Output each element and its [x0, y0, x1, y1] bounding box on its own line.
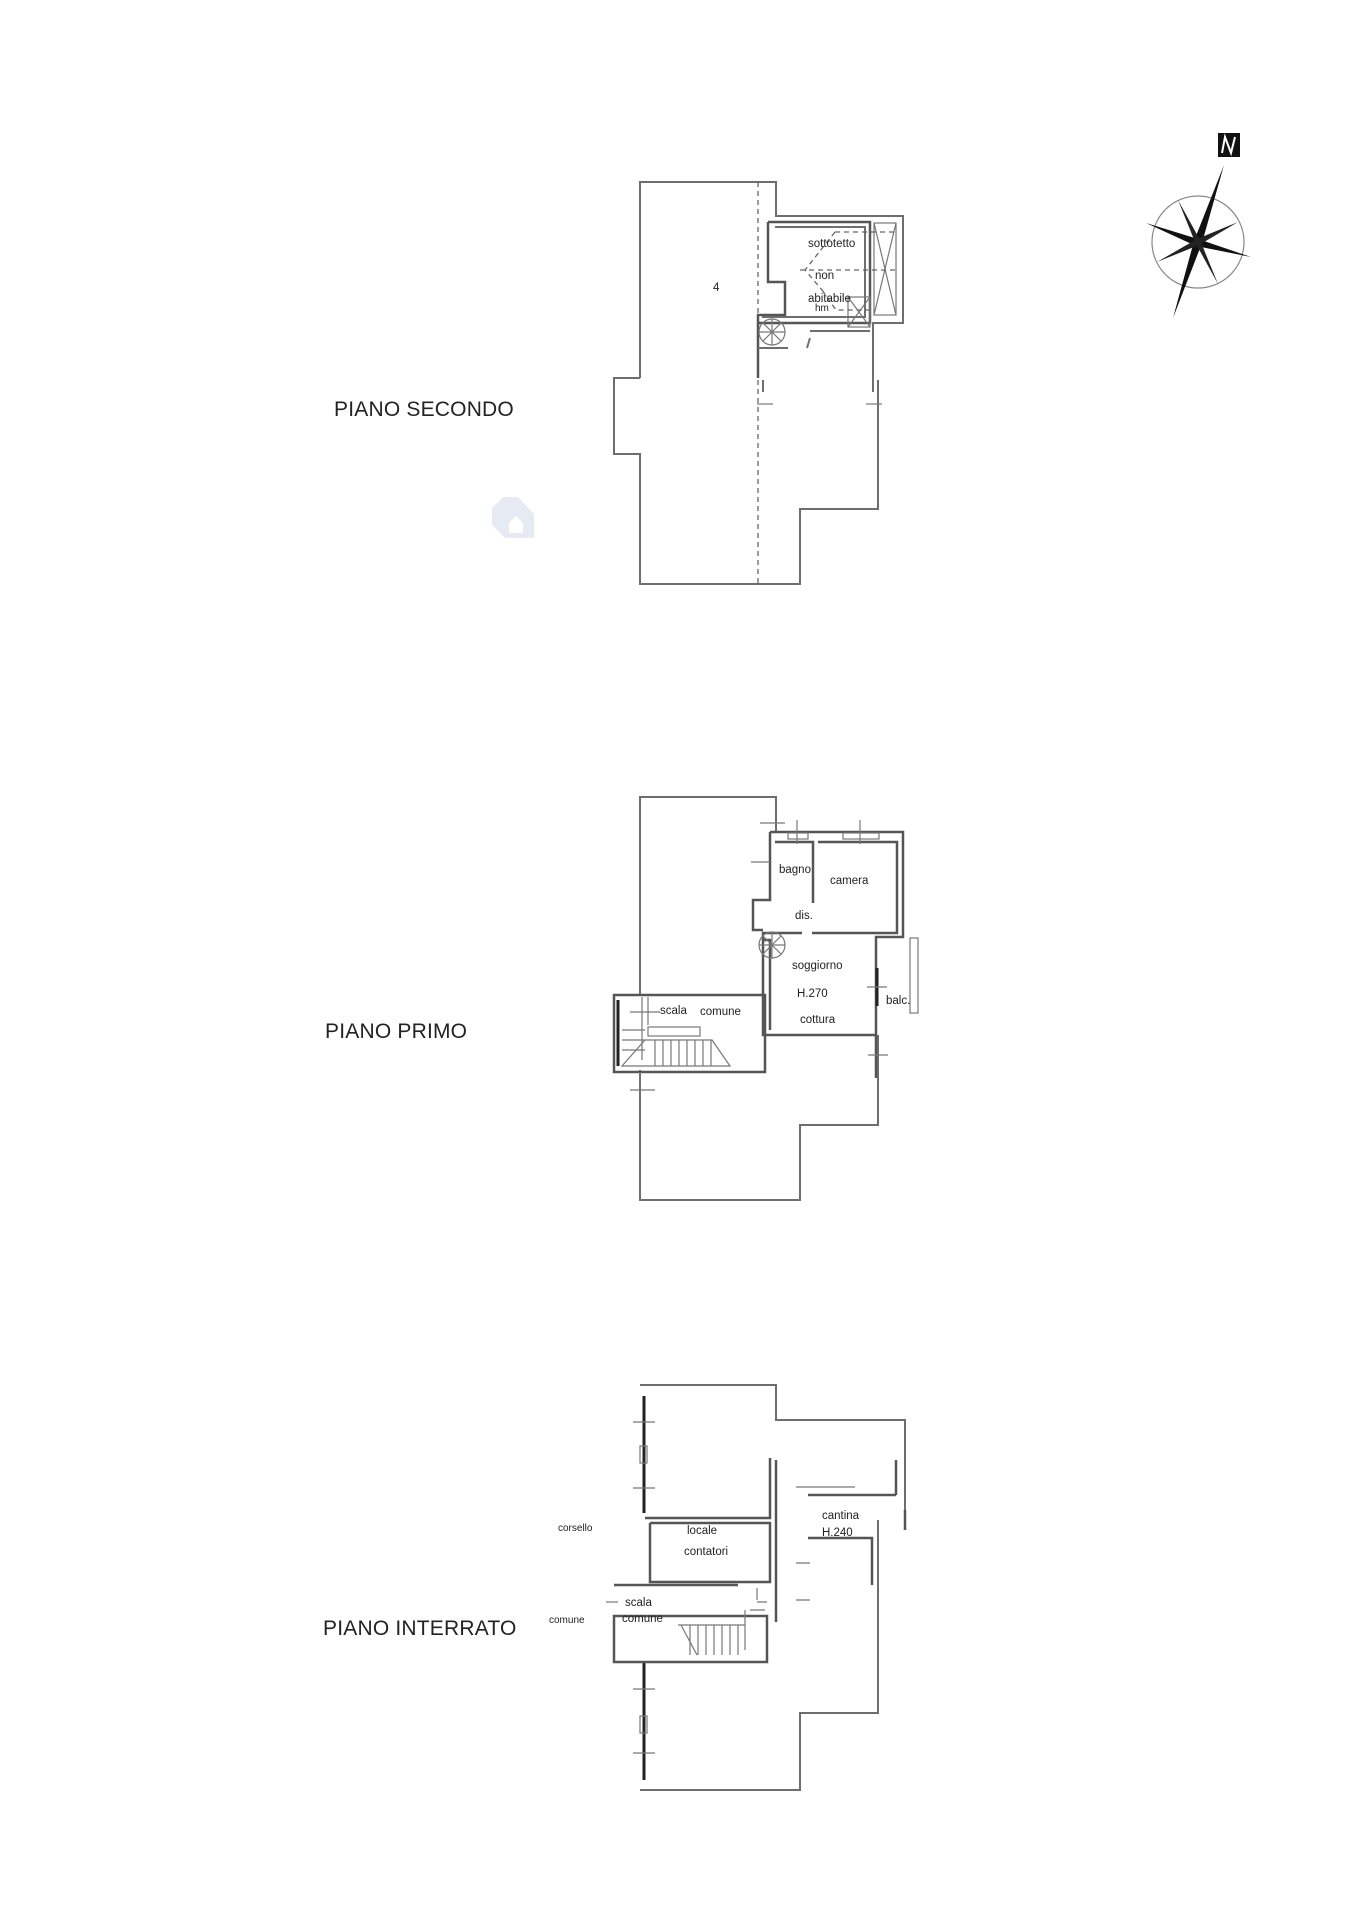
room-label-non: non: [815, 270, 835, 282]
room-label-comune-outside: comune: [549, 1615, 585, 1626]
room-label-contatori: contatori: [684, 1546, 729, 1558]
room-label-sottotetto: sottotetto: [808, 238, 856, 250]
room-label-bagno: bagno: [779, 864, 811, 876]
room-label-cottura: cottura: [800, 1014, 836, 1026]
room-label-cantina: cantina: [822, 1510, 860, 1522]
room-label-comune: comune: [700, 1006, 741, 1018]
room-label-abitabile: abitabile: [808, 293, 851, 305]
room-label-soggiorno: soggiorno: [792, 960, 843, 972]
room-label-scala: scala: [660, 1005, 687, 1017]
house-watermark-icon: [492, 497, 534, 538]
floor-label-piano-secondo: PIANO SECONDO: [334, 398, 514, 421]
plan-piano-secondo: [613, 181, 904, 585]
room-label-locale: locale: [687, 1525, 718, 1537]
room-label-h240: H.240: [822, 1527, 853, 1539]
room-label-scala-interrato: scala: [625, 1597, 652, 1609]
room-label-camera: camera: [830, 875, 869, 887]
room-label-h270: H.270: [797, 988, 828, 1000]
plan-piano-primo: [612, 796, 919, 1201]
room-label-corsello: corsello: [558, 1523, 593, 1534]
room-label-hm: hm: [815, 303, 829, 314]
floor-label-piano-primo: PIANO PRIMO: [325, 1020, 468, 1043]
floor-label-piano-interrato: PIANO INTERRATO: [323, 1617, 517, 1640]
room-label-balc: balc.: [886, 995, 911, 1007]
room-label-dis: dis.: [795, 910, 813, 922]
room-label-comune-interrato: comune: [622, 1613, 663, 1625]
plan-piano-interrato: [606, 1384, 907, 1791]
room-label-4: 4: [713, 282, 720, 294]
compass-rose-icon: [1146, 133, 1251, 318]
